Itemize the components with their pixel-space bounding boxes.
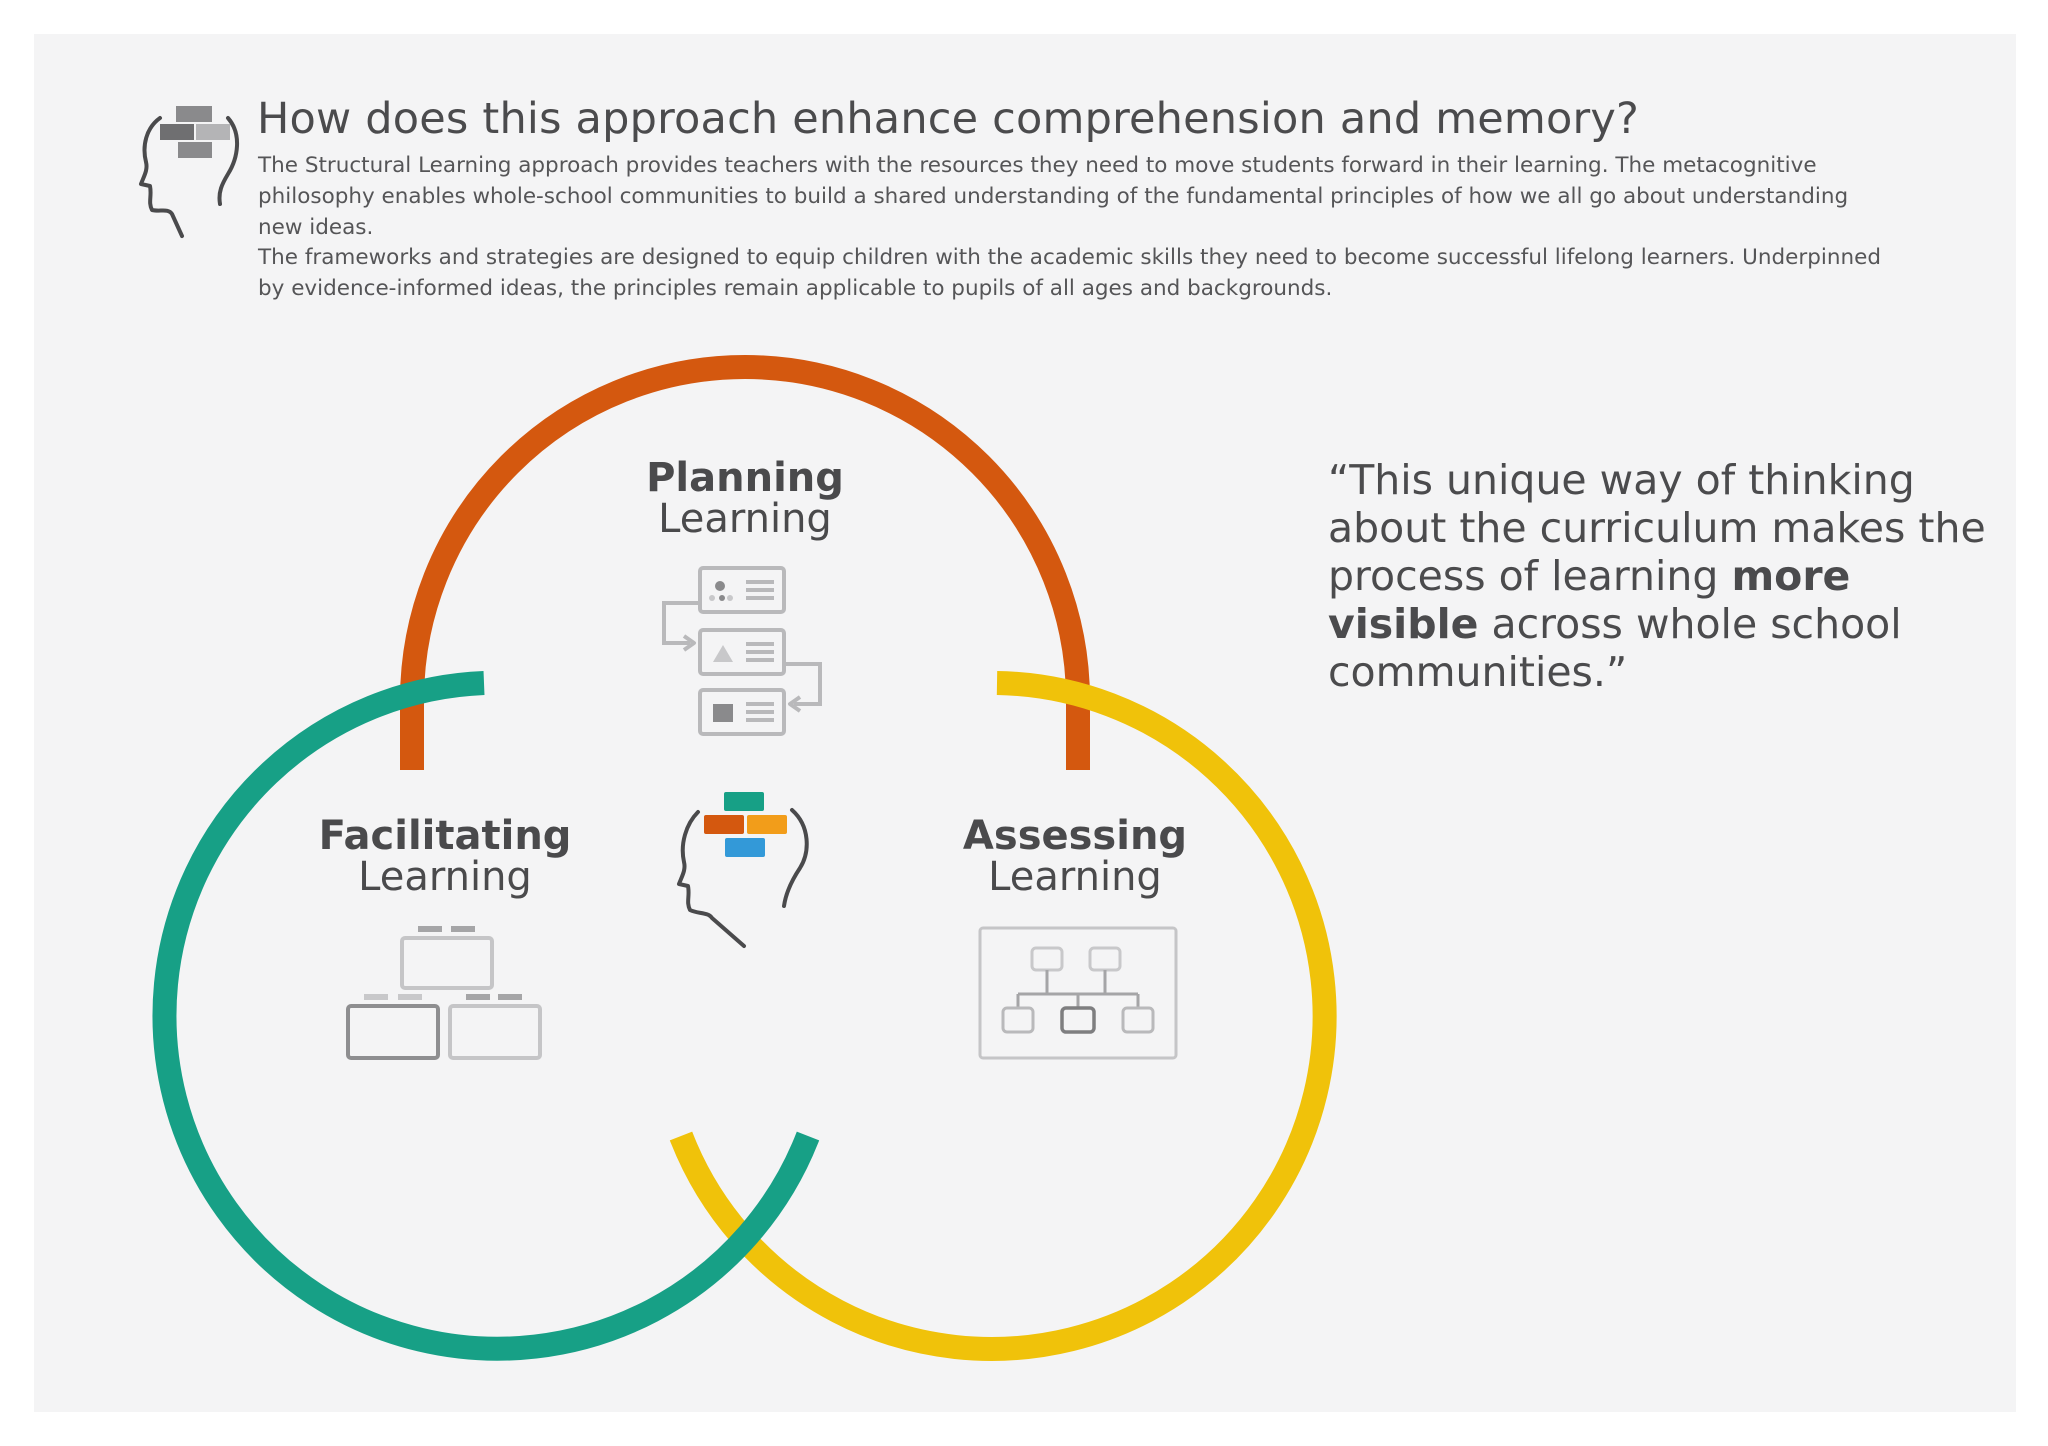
planning-label-bold: Planning: [646, 455, 844, 501]
facilitating-label-bold: Facilitating: [318, 813, 572, 859]
pull-quote: “This unique way of thinking about the c…: [1328, 456, 2008, 696]
facilitating-label-normal: Learning: [358, 854, 532, 900]
assessing-label-normal: Learning: [988, 854, 1162, 900]
assessing-label: Assessing Learning: [950, 816, 1200, 898]
facilitating-label: Facilitating Learning: [310, 816, 580, 898]
head-with-blocks-icon: [139, 106, 240, 238]
page-title: How does this approach enhance comprehen…: [257, 94, 1640, 144]
assessing-arc: [669, 671, 1337, 1361]
quote-text-end: across whole school communities.”: [1328, 600, 1902, 696]
planning-cards-icon: [662, 566, 822, 736]
assessing-label-bold: Assessing: [962, 813, 1188, 859]
assessing-hierarchy-icon: [978, 926, 1178, 1060]
planning-label-normal: Learning: [658, 496, 832, 542]
quote-emphasis: more visible: [1328, 552, 1851, 648]
head-with-colored-blocks-icon: [677, 792, 809, 948]
planning-label: Planning Learning: [620, 458, 870, 540]
facilitating-blocks-icon: [346, 926, 542, 1060]
quote-text-start: “This unique way of thinking about the c…: [1328, 456, 1986, 600]
facilitating-arc: [152, 671, 820, 1361]
detail-paragraph: The frameworks and strategies are design…: [258, 245, 1881, 301]
intro-paragraph: The Structural Learning approach provide…: [258, 153, 1849, 240]
planning-arc: [400, 355, 1090, 770]
